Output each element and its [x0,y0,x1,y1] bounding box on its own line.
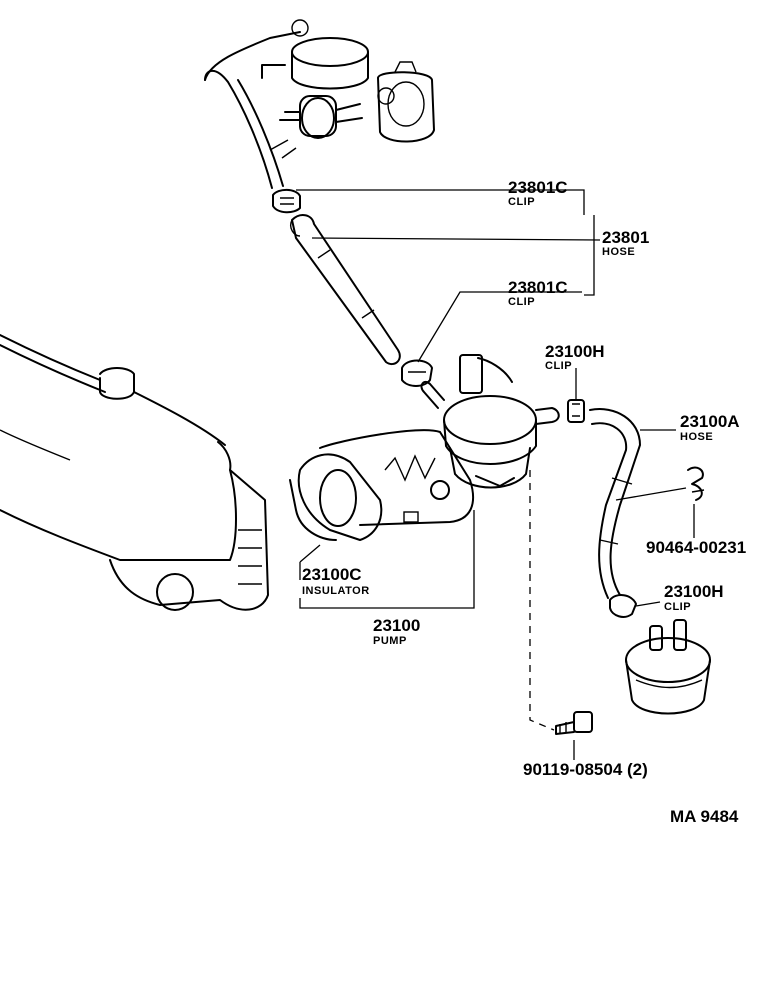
clip-23100h-top [567,399,585,423]
hose-23801 [290,214,401,366]
bolt-install-line [529,470,555,731]
figure-id: MA 9484 [670,807,739,826]
leader-lines [296,189,695,760]
part-code: 23100A [680,412,740,431]
part-code: 23100C [302,565,362,584]
part-name: PUMP [373,635,407,647]
clip-23100h-bottom [609,594,637,618]
callout-clip-23100h-top: 23100H CLIP [545,342,605,372]
part-name: INSULATOR [302,585,370,597]
part-code: 90464-00231 [646,538,746,557]
part-name: CLIP [508,196,535,208]
fuel-pump-23100 [289,354,560,541]
part-name: CLIP [545,360,572,372]
part-code: 23801 [602,228,649,247]
bolt-90119 [555,711,593,735]
clip-23801c-top [272,188,301,214]
part-name: CLIP [664,601,691,613]
callout-clip-23801c-bottom: 23801C CLIP [508,278,568,308]
callout-pump-23100: 23100 PUMP [373,616,420,647]
clip-23801c-bottom [401,359,433,387]
part-code: 23100 [373,616,420,635]
part-name: HOSE [680,431,713,443]
engine-block [0,334,269,611]
part-code: 23801C [508,278,568,297]
part-code: 90119-08504 (2) [523,760,648,779]
callout-clip-90464: 90464-00231 [646,538,746,557]
callout-insulator-23100c: 23100C INSULATOR [302,565,370,597]
part-code: 23801C [508,178,568,197]
carburetor-assembly [204,19,435,189]
part-name: CLIP [508,296,535,308]
part-code: 23100H [664,582,724,601]
callout-clip-23100h-bottom: 23100H CLIP [664,582,724,613]
callout-clip-23801c-top: 23801C CLIP [508,178,568,208]
callout-bolt-90119: 90119-08504 (2) [523,760,648,779]
clip-90464 [687,466,705,501]
callout-hose-23100a: 23100A HOSE [680,412,740,443]
callout-hose-23801: 23801 HOSE [602,228,649,258]
fuel-filter [625,619,711,715]
part-code: 23100H [545,342,605,361]
part-name: HOSE [602,246,635,258]
hose-23100a [589,408,641,599]
